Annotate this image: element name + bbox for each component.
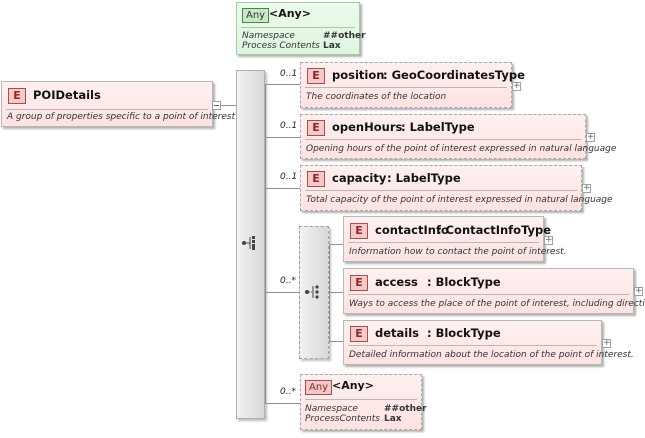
separator [348,345,597,346]
element-name: position [332,68,385,82]
sequence-icon [242,236,255,250]
connector-line [329,341,343,342]
element-description: Total capacity of the point of interest … [306,195,613,205]
root-element-box[interactable]: E POIDetails A group of properties speci… [1,81,235,127]
element-description: Detailed information about the location … [349,350,634,360]
expand-icon[interactable]: + [582,183,591,193]
element-icon: E [307,68,325,84]
any-wildcard-bottom[interactable]: Any <Any> Namespace ##other ProcessConte… [300,374,427,430]
separator [305,139,581,140]
choice-compositor[interactable] [299,226,329,359]
any-icon: Any [242,8,270,23]
element-description: The coordinates of the location [306,92,447,102]
element-capacity[interactable]: E capacity : LabelType Total capacity of… [300,165,613,211]
connector-line [265,403,300,404]
separator [305,87,507,88]
element-description: Opening hours of the point of interest e… [306,144,617,154]
element-name: capacity [332,171,387,185]
any-prop-namespace-value: ##other [323,31,366,41]
connector-line [265,137,300,138]
any-prop-process-key: ProcessContents [305,414,380,424]
connector-line [221,105,236,106]
separator [305,190,577,191]
any-prop-process-key: Process Contents [242,41,320,51]
any-prop-namespace-key: Namespace [242,31,295,41]
expand-icon[interactable]: + [586,132,595,142]
element-type: : ContactInfoType [437,223,552,237]
connector-line [329,244,343,245]
element-description: Ways to access the place of the point of… [349,299,645,309]
any-icon: Any [305,380,333,395]
separator [6,109,208,110]
connector-line [265,292,299,293]
element-type: : BlockType [427,275,501,289]
root-element-name: POIDetails [33,88,101,102]
element-type: : GeoCoordinatesType [383,68,525,82]
collapse-toggle-icon[interactable] [212,101,221,110]
root-element-description: A group of properties specific to a poin… [7,112,236,122]
element-icon: E [307,120,325,136]
connector-line [265,84,266,403]
occurrence-label: 0..* [280,387,296,397]
element-icon: E [307,171,325,187]
element-icon: E [8,88,26,104]
element-icon: E [350,326,368,342]
element-details[interactable]: E details : BlockType Detailed informati… [343,320,634,365]
any-wildcard-top[interactable]: Any <Any> Namespace ##other Process Cont… [236,2,366,55]
element-description: Information how to contact the point of … [349,247,567,257]
element-access[interactable]: E access : BlockType Ways to access the … [343,268,645,314]
expand-icon[interactable]: + [544,235,553,245]
element-name: access [375,275,418,289]
element-type: : LabelType [387,171,461,185]
element-icon: E [350,223,368,239]
any-title: <Any> [332,379,374,392]
expand-icon[interactable]: + [602,338,611,348]
separator [241,27,355,28]
expand-icon[interactable]: + [512,81,521,91]
element-type: : LabelType [401,120,475,134]
element-name: openHours [332,120,403,134]
any-prop-process-value: Lax [323,41,341,51]
any-prop-process-value: Lax [384,414,402,424]
occurrence-label: 0..* [280,276,296,286]
connector-line [329,292,343,293]
element-type: : BlockType [427,326,501,340]
expand-icon[interactable]: + [634,286,643,296]
separator [348,242,539,243]
occurrence-label: 0..1 [280,121,298,131]
element-icon: E [350,275,368,291]
separator [305,399,417,400]
connector-line [265,84,300,85]
occurrence-label: 0..1 [280,69,298,79]
connector-line [265,188,300,189]
element-position[interactable]: E position : GeoCoordinatesType The coor… [300,62,525,108]
separator [348,294,629,295]
element-contactInfo[interactable]: E contactInfo : ContactInfoType Informat… [343,216,567,262]
occurrence-label: 0..1 [280,172,298,182]
element-name: details [375,326,420,340]
choice-icon [305,285,319,299]
any-prop-namespace-key: Namespace [305,404,358,414]
any-title: <Any> [269,7,311,20]
element-openHours[interactable]: E openHours : LabelType Opening hours of… [300,114,616,159]
any-prop-namespace-value: ##other [384,404,427,414]
element-name: contactInfo [375,223,449,237]
